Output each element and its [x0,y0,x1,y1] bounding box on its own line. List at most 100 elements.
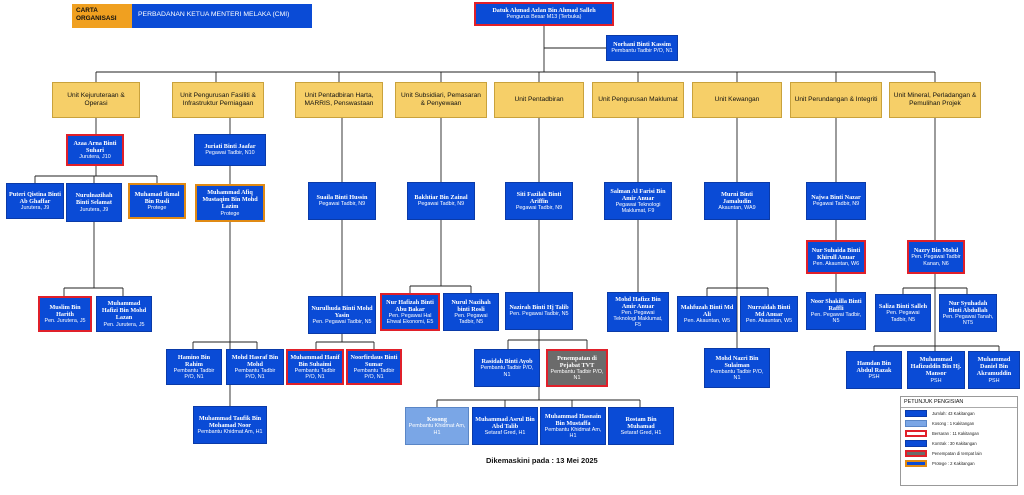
staff-role: Setaraf Gred, H1 [620,430,662,437]
staff-name: Muhammad Hafizuddin Bin Hj. Mansor [910,356,962,378]
staff-role: Pen. Pegawai Teknologi Maklumat, F5 [613,309,663,329]
staff-role: Pen. Pegawai Tanah, NT5 [942,313,994,327]
staff-role: Pen. Akauntan, W5 [745,318,793,325]
staff-name: Nur Suhaida Binti Khirull Anuar [811,246,861,261]
legend-label: Penempatan di tempat lain [932,450,982,456]
staff-name: Nur Hafizah Binti Abu Bakar [386,298,434,313]
staff-name: Azaa Arna Binti Suhari [73,139,117,154]
staff-name: Datuk Ahmad Azlan Bin Ahmad Salleh [492,7,596,15]
staff-role: Jurutera, J10 [79,154,111,161]
staff-name: Muhamad Ikmal Bin Rusli [134,190,180,205]
staff-name: Hamdan Bin Abdul Razak [856,359,892,374]
staff-name: Mohd Hasraf Bin Mohd [231,353,279,368]
staff-name: Muhammad Hasnain Bin Mustaffa [544,412,602,427]
updated-date: Dikemaskini pada : 13 Mei 2025 [486,456,598,465]
staff-name: Siti Fazilah Binti Ariffin [516,190,562,205]
staff-name: Mohd Hafizz Bin Amir Anuar [615,295,661,310]
staff-name: Nazirah Binti Hj Talib [509,304,569,312]
staff-role: Pen. Akauntan, W6 [812,261,860,268]
general-manager-card: Datuk Ahmad Azlan Bin Ahmad Salleh Pengu… [474,2,614,26]
chart-label: CARTA ORGANISASI [72,4,132,28]
org-title: PERBADANAN KETUA MENTERI MELAKA (CMI) [132,4,312,28]
staff-name: Nur Syuhadah Binti Abdullah [948,299,988,314]
staff-name: Bakhtiar Bin Zainal [414,194,468,202]
staff-role: Pegawai Tadbir, N9 [417,201,465,208]
unit-fasiliti: Unit Pengurusan Fasiliti & Infrastruktur… [172,82,264,118]
staff-role: Protege [147,205,167,212]
legend-swatch [905,459,927,467]
legend-item: Bersaran : 11 Kakitangan [901,428,1017,438]
legend-label: Bersaran : 11 Kakitangan [932,430,979,436]
unit-maklumat: Unit Pengurusan Maklumat [592,82,684,118]
staff-name: Muslim Bin Harith [49,303,81,318]
legend-item: Jumlah: 43 Kakitangan [901,408,1017,418]
legend-label: Protege : 2 Kakitangan [932,460,975,466]
unit-mineral: Unit Mineral, Perladangan & Pemulihan Pr… [889,82,981,118]
legend-swatch [905,419,927,427]
legend-item: Protege : 2 Kakitangan [901,458,1017,468]
staff-role: Protege [220,210,240,217]
secretary-card: Norhani Binti Kassim Pembantu Tadbir P/O… [606,35,678,61]
staff-name: Juriati Binti Jaafar [204,143,256,151]
staff-role: Pegawai Tadbir, N9 [318,201,366,208]
staff-name: Rostam Bin Muhamad [625,415,657,430]
staff-name: Saliza Binti Salleh [878,303,928,311]
unit-kewangan: Unit Kewangan [692,82,782,118]
unit-harta: Unit Pentadbiran Harta, MARRIS, Penswast… [295,82,383,118]
staff-role: PSH [988,377,1000,384]
staff-role: Pembantu Tadbir P/O, N1 [710,368,764,382]
staff-name: Kosong [427,416,447,424]
legend-item: Kosong : 1 Kakitangan [901,418,1017,428]
legend-swatch [905,449,927,457]
legend-title: PETUNJUK PENGISIAN [901,397,1017,408]
staff-role: Pengurus Besar M13 (Terbuka) [506,14,582,21]
staff-role: Jurutera, J9 [79,206,109,213]
staff-name: Salman Al Farisi Bin Amir Anuar [610,187,666,202]
staff-role: Pembantu Khidmat Am, H1 [544,426,602,440]
staff-role: Pegawai Tadbir, N10 [205,150,255,157]
staff-role: Pegawai Teknologi Maklumat, F9 [615,201,661,215]
staff-name: Muhammad Daniel Bin Akramuddin [976,356,1012,378]
staff-role: Pen. Akauntan, W5 [683,318,731,325]
staff-role: Pegawai Tadbir, N9 [812,201,860,208]
staff-name: Muhammad Hanif Bin Suhaimi [290,353,340,368]
staff-role: Pen. Pegawai Tadbir Kanan, N6 [911,254,961,267]
staff-role: Pen. Pegawai Tadbir, N5 [312,319,372,326]
legend-label: Kosong : 1 Kakitangan [932,420,975,426]
staff-name: Rasidah Binti Ayob [481,358,533,366]
staff-name: Nurulhuda Binti Mohd Yasin [311,304,373,319]
staff-role: Setaraf Gred, H1 [484,430,526,437]
staff-name: Suaila Binti Hussin [316,194,368,202]
staff-role: Pembantu Khidmat Am, H1 [408,423,466,436]
staff-name: Nurraidah Binti Md Anuar [747,303,791,318]
unit-pentadbiran: Unit Pentadbiran [494,82,584,118]
legend-swatch [905,439,927,447]
